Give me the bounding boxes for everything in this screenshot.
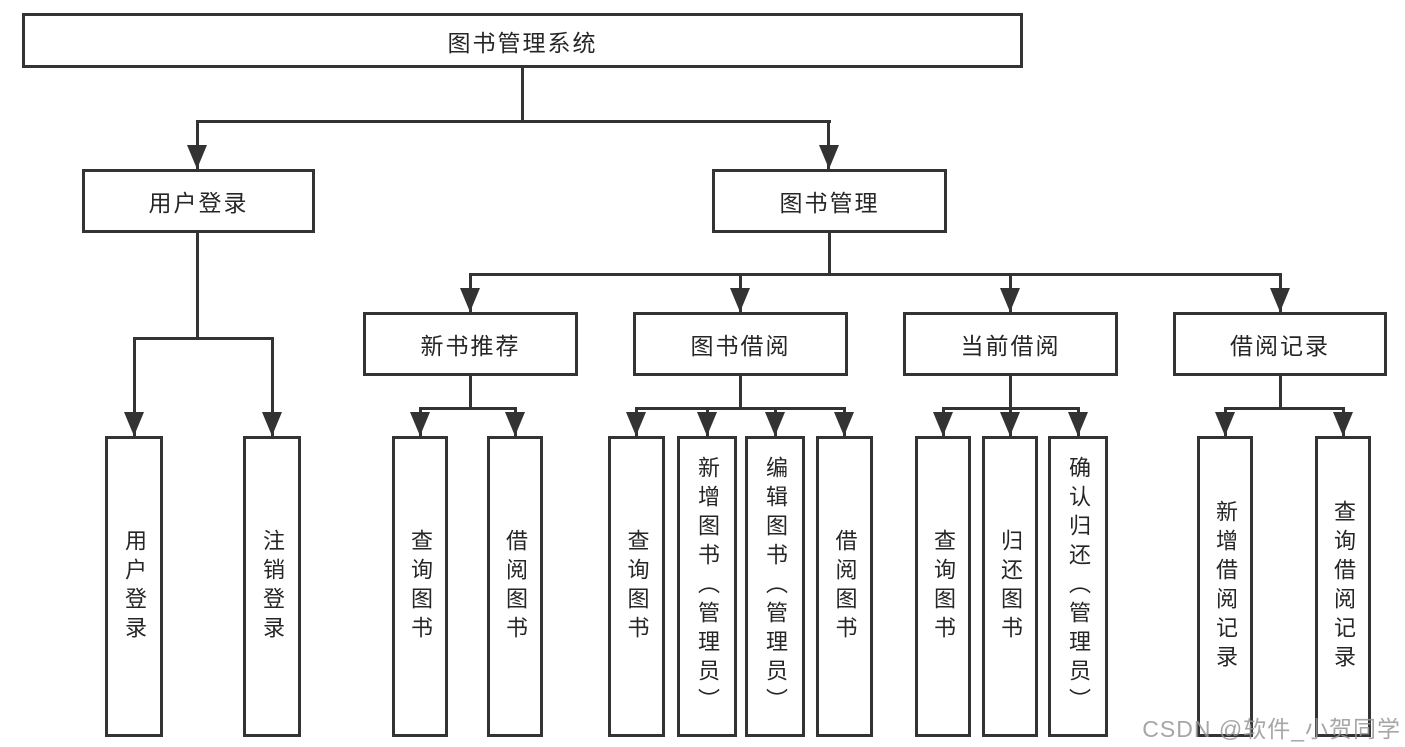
leaf-logout: 注销登录 [243, 436, 301, 737]
connector-user-login-branch [133, 337, 274, 340]
node-book-borrowing: 图书借阅 [633, 312, 848, 376]
connector-stem-leaf [133, 337, 136, 436]
connector-stem [1279, 376, 1282, 407]
arrow-down-icon [1215, 412, 1235, 436]
node-book-management: 图书管理 [712, 169, 947, 233]
arrow-down-icon [834, 412, 854, 436]
leaf-query-books-current: 查询图书 [915, 436, 971, 737]
leaf-user-login: 用户登录 [105, 436, 163, 737]
node-current-borrowing: 当前借阅 [903, 312, 1118, 376]
arrow-down-icon [765, 412, 785, 436]
arrow-down-icon [187, 145, 207, 169]
arrow-down-icon [124, 412, 144, 436]
leaf-borrow-books: 借阅图书 [816, 436, 873, 737]
arrow-down-icon [410, 412, 430, 436]
arrow-down-icon [933, 412, 953, 436]
leaf-add-books-admin: 新增图书（管理员） [677, 436, 737, 737]
connector-branch [1224, 407, 1344, 410]
node-user-login: 用户登录 [82, 169, 315, 233]
arrow-down-icon [1270, 288, 1290, 312]
arrow-down-icon [262, 412, 282, 436]
leaf-add-borrow-record: 新增借阅记录 [1197, 436, 1253, 737]
leaf-confirm-return-admin: 确认归还（管理员） [1048, 436, 1108, 737]
connector-stem [739, 376, 742, 407]
arrow-down-icon [1068, 412, 1088, 436]
arrow-down-icon [819, 145, 839, 169]
leaf-return-books: 归还图书 [982, 436, 1038, 737]
node-borrowing-records: 借阅记录 [1173, 312, 1387, 376]
arrow-down-icon [1000, 412, 1020, 436]
connector-user-login-stem [196, 233, 199, 337]
connector-stem [1009, 376, 1012, 407]
connector-stem-book-mgmt [827, 120, 830, 169]
connector-stem [469, 376, 472, 407]
leaf-edit-books-admin: 编辑图书（管理员） [745, 436, 805, 737]
csdn-watermark: CSDN @软件_小贺同学 [1142, 716, 1401, 742]
connector-book-mgmt-stem [828, 233, 831, 273]
arrow-down-icon [505, 412, 525, 436]
arrow-down-icon [730, 288, 750, 312]
connector-stem-leaf [271, 337, 274, 436]
arrow-down-icon [460, 288, 480, 312]
connector-stem-user-login [196, 120, 199, 169]
connector-root-stem [521, 68, 524, 120]
leaf-query-books-recommend: 查询图书 [392, 436, 448, 737]
leaf-borrow-books-recommend: 借阅图书 [487, 436, 543, 737]
connector-l1-branch [196, 120, 831, 123]
connector-l3-branch [469, 273, 1282, 276]
arrow-down-icon [1000, 288, 1020, 312]
connector-branch [419, 407, 517, 410]
arrow-down-icon [697, 412, 717, 436]
node-new-book-recommend: 新书推荐 [363, 312, 578, 376]
arrow-down-icon [626, 412, 646, 436]
connector-branch [635, 407, 846, 410]
leaf-query-borrow-record: 查询借阅记录 [1315, 436, 1371, 737]
leaf-query-books-borrow: 查询图书 [608, 436, 665, 737]
arrow-down-icon [1333, 412, 1353, 436]
node-root: 图书管理系统 [22, 13, 1023, 68]
